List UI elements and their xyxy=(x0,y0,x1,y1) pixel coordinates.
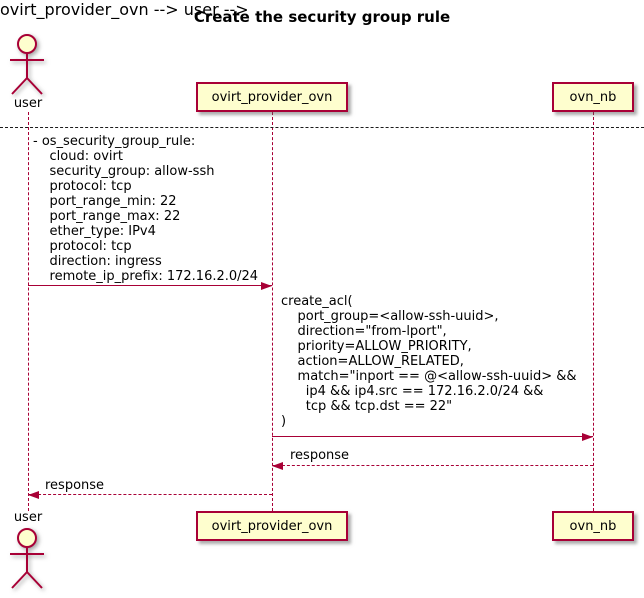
actor-user-bottom xyxy=(6,527,50,595)
arrowhead-right-icon xyxy=(582,433,593,441)
message-arrow-user-to-ovirt xyxy=(28,282,272,290)
participant-box-ovirt-provider-ovn-bottom: ovirt_provider_ovn xyxy=(196,511,348,541)
participant-label: ovn_nb xyxy=(569,518,617,534)
user-actor-icon xyxy=(10,528,44,589)
response-label-ovirt-to-user: response xyxy=(45,478,105,493)
response-label-ovn-to-ovirt: response xyxy=(290,448,350,463)
arrowhead-left-icon xyxy=(28,491,39,499)
message-create-acl-text: create_acl( port_group=<allow-ssh-uuid>,… xyxy=(281,294,577,429)
diagram-title: Create the security group rule xyxy=(193,8,451,26)
participant-box-ovn-nb-top: ovn_nb xyxy=(552,82,634,112)
response-arrow-ovirt-to-user xyxy=(28,491,272,499)
participant-label: ovirt_provider_ovn xyxy=(211,89,333,105)
actor-user-label-top: user xyxy=(13,96,43,111)
lifeline-ovirt-provider-ovn xyxy=(272,112,273,511)
actor-user-label-bottom: user xyxy=(13,510,43,525)
participant-label: ovn_nb xyxy=(569,89,617,105)
arrowhead-right-icon xyxy=(261,282,272,290)
arrowhead-left-icon xyxy=(272,462,283,470)
message-arrow-ovirt-to-ovn xyxy=(272,433,593,441)
message-security-group-rule-text: - os_security_group_rule: cloud: ovirt s… xyxy=(33,134,259,284)
actor-user-top xyxy=(6,33,50,101)
participant-box-ovirt-provider-ovn-top: ovirt_provider_ovn xyxy=(196,82,348,112)
lifeline-ovn-nb xyxy=(593,112,594,511)
delay-divider-line xyxy=(0,127,644,128)
participant-label: ovirt_provider_ovn xyxy=(211,518,333,534)
participant-box-ovn-nb-bottom: ovn_nb xyxy=(552,511,634,541)
lifeline-user xyxy=(28,112,29,511)
response-arrow-ovn-to-ovirt xyxy=(272,462,593,470)
user-actor-icon xyxy=(10,34,44,95)
